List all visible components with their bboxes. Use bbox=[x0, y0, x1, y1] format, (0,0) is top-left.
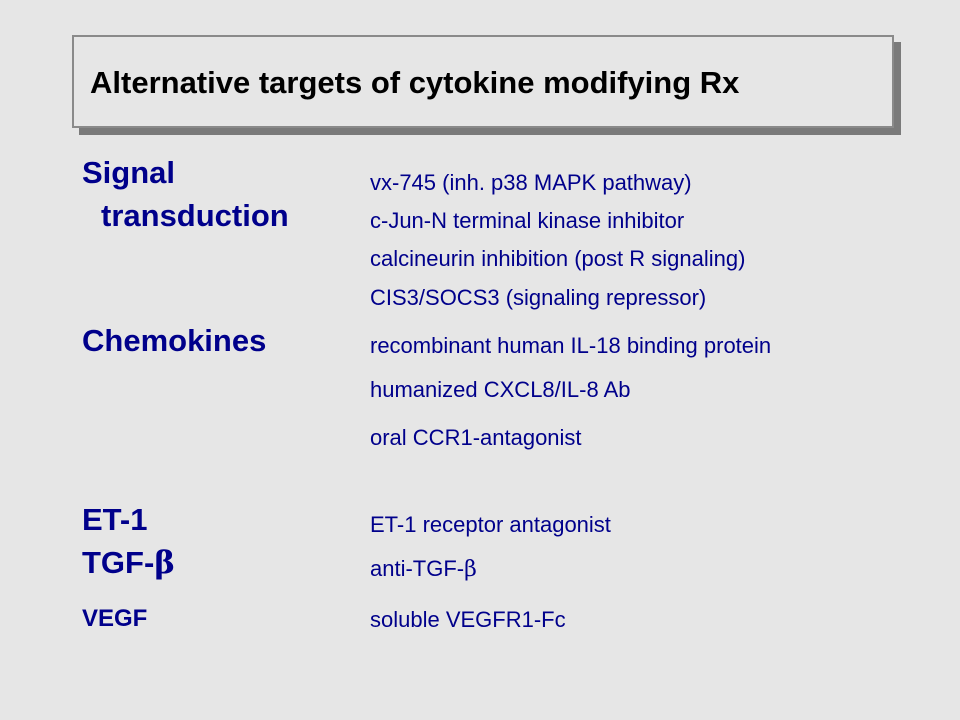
label-tgf-prefix: TGF- bbox=[82, 545, 155, 580]
label-signal: Signal bbox=[82, 155, 176, 190]
label-chemokines: Chemokines bbox=[82, 323, 267, 358]
list-item: humanized CXCL8/IL-8 Ab bbox=[370, 377, 631, 402]
list-item: vx-745 (inh. p38 MAPK pathway) bbox=[370, 170, 692, 195]
list-item: c-Jun-N terminal kinase inhibitor bbox=[370, 208, 685, 233]
title-box: Alternative targets of cytokine modifyin… bbox=[72, 35, 894, 128]
list-item: anti-TGF-β bbox=[370, 556, 477, 582]
beta-symbol: β bbox=[464, 557, 477, 582]
beta-symbol: β bbox=[154, 545, 175, 581]
item-tgf-prefix: anti-TGF- bbox=[370, 556, 465, 581]
label-vegf: VEGF bbox=[82, 605, 148, 632]
list-item: ET-1 receptor antagonist bbox=[370, 512, 611, 537]
list-item: CIS3/SOCS3 (signaling repressor) bbox=[370, 285, 707, 310]
list-item: calcineurin inhibition (post R signaling… bbox=[370, 246, 746, 271]
list-item: soluble VEGFR1-Fc bbox=[370, 607, 566, 632]
label-tgf-beta: TGF-β bbox=[82, 545, 175, 581]
slide-title: Alternative targets of cytokine modifyin… bbox=[90, 65, 740, 100]
label-et1: ET-1 bbox=[82, 502, 148, 537]
list-item: oral CCR1-antagonist bbox=[370, 425, 582, 450]
label-transduction: transduction bbox=[101, 198, 289, 233]
list-item: recombinant human IL-18 binding protein bbox=[370, 333, 772, 358]
